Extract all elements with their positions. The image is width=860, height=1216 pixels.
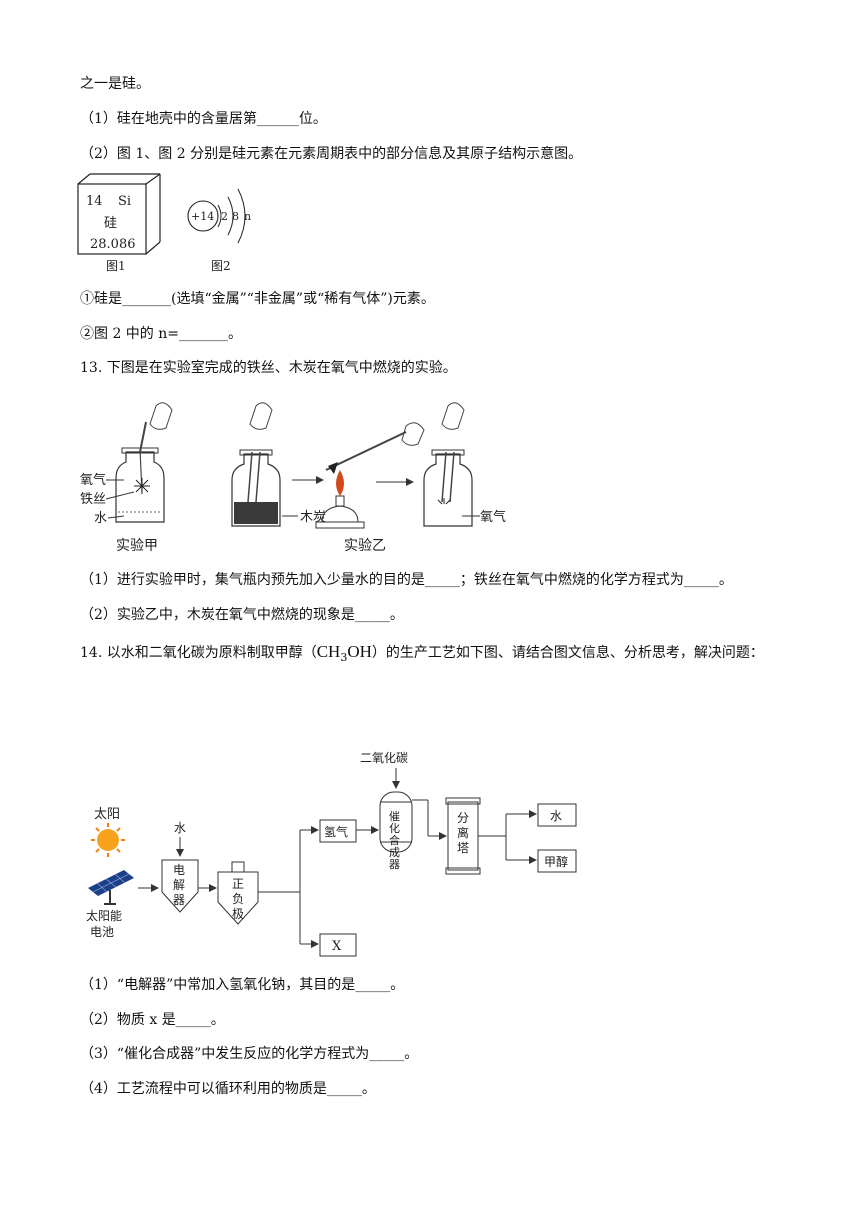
q14-part2: （2）物质 x 是_____。 [80, 1012, 225, 1028]
q12-part2: （2）图 1、图 2 分别是硅元素在元素周期表中的部分信息及其原子结构示意图。 [80, 146, 583, 162]
co2-label: 二氧化碳 [360, 751, 408, 765]
label-oxygen2: 氧气 [480, 509, 506, 525]
combustion-experiments: 氧气 铁丝 水 实验甲 木炭 氧气 [80, 402, 506, 554]
shell3-electrons: n [244, 210, 251, 223]
q13-part2: （2）实验乙中，木炭在氧气中燃烧的现象是_____。 [80, 607, 404, 623]
reactor-char-3: 合 [389, 833, 400, 847]
electrolyzer-char-1: 电 [173, 863, 185, 877]
reactor-char-5: 器 [389, 858, 400, 871]
atomic-structure-diagram: +14 2 8 n [187, 188, 251, 244]
reactor-char-2: 化 [389, 821, 400, 835]
hydrogen-box [319, 819, 357, 843]
q14-title: 14. 以水和二氧化碳为原料制取甲醇（CH3OH）的生产工艺如下图、请结合图文信… [80, 634, 780, 676]
label-water: 水 [94, 511, 107, 526]
intro-tail: 之一是硅。 [80, 76, 150, 92]
catalytic-reactor [379, 791, 413, 853]
q14-title-part2: ）的生产工艺如下图、请结合图文信息、分析思考，解决问题： [371, 645, 764, 661]
x-label: X [332, 939, 342, 954]
methanol-output-label: 甲醇 [544, 854, 568, 869]
hydrogen-label: 氢气 [324, 824, 348, 839]
atomic-number: 14 [86, 194, 103, 209]
sun-icon [91, 823, 125, 857]
electrode-char-3: 极 [232, 907, 244, 921]
formula-oh: OH [347, 642, 372, 661]
water-input-label: 水 [174, 821, 186, 835]
tower-char-2: 离 [457, 825, 469, 840]
silicon-figures: 14 Si 硅 28.086 图1 +14 2 8 n 图2 [77, 173, 251, 273]
label-charcoal: 木炭 [300, 510, 326, 525]
fig2-caption: 图2 [211, 259, 231, 273]
electrolyzer-char-3: 器 [173, 893, 185, 907]
tower-char-3: 塔 [457, 841, 469, 855]
q12-answer2: ②图 2 中的 n=_______。 [80, 326, 243, 342]
shell1-electrons: 2 [221, 210, 228, 223]
formula-sub: 3 [340, 650, 348, 664]
periodic-table-cell: 14 Si 硅 28.086 [77, 173, 161, 255]
q14-title-part1: 14. 以水和二氧化碳为原料制取甲醇（ [80, 645, 317, 661]
shell2-electrons: 8 [232, 210, 239, 223]
reactor-char-1: 催 [389, 809, 400, 823]
reactor-char-4: 成 [389, 846, 400, 859]
electrode-char-2: 负 [232, 892, 244, 906]
q13-title: 13. 下图是在实验室完成的铁丝、木炭在氧气中燃烧的实验。 [80, 360, 457, 376]
solar-panel-icon [88, 870, 134, 905]
label-iron-wire: 铁丝 [80, 492, 106, 507]
solar-label-2: 电池 [90, 925, 114, 939]
electrode-char-1: 正 [232, 877, 244, 891]
nucleus-charge: +14 [191, 210, 214, 223]
sun-label: 太阳 [94, 807, 120, 822]
methanol-output-box [537, 849, 577, 873]
electrolyzer-char-2: 解 [173, 878, 185, 892]
fig1-caption: 图1 [106, 259, 126, 273]
solar-label-1: 太阳能 [86, 908, 122, 923]
water-output-label: 水 [550, 809, 562, 823]
element-symbol: Si [118, 194, 131, 209]
atomic-mass: 28.086 [90, 237, 136, 252]
experiment-a-bottle [115, 402, 173, 523]
q14-part3: （3）“催化合成器”中发生反应的化学方程式为_____。 [80, 1046, 419, 1062]
methanol-process-flow: 太阳 太阳能 电池 水 电 解 器 正 负 极 [86, 751, 577, 957]
q12-part1: （1）硅在地壳中的含量居第______位。 [80, 111, 327, 127]
q14-part1: （1）“电解器”中常加入氢氧化钠，其目的是_____。 [80, 977, 405, 993]
x-box [319, 933, 357, 957]
q13-part1: （1）进行实验甲时，集气瓶内预先加入少量水的目的是_____；铁丝在氧气中燃烧的… [80, 572, 733, 588]
q12-answer1: ①硅是_______(选填“金属”“非金属”或“稀有气体”)元素。 [80, 291, 435, 307]
label-exp-b: 实验乙 [344, 538, 386, 554]
experiment-b-bottle2 [423, 402, 473, 527]
water-output-box [537, 803, 577, 827]
label-oxygen: 氧气 [80, 472, 106, 488]
experiment-b-bottle1 [231, 402, 281, 527]
electrolyzer-box [161, 859, 199, 913]
label-exp-a: 实验甲 [116, 538, 158, 554]
electrode-box [217, 861, 259, 925]
q14-part4: （4）工艺流程中可以循环利用的物质是_____。 [80, 1081, 376, 1097]
formula-ch: CH [316, 642, 341, 661]
element-name: 硅 [104, 216, 117, 231]
tower-char-1: 分 [457, 811, 469, 825]
alcohol-lamp [315, 422, 425, 529]
